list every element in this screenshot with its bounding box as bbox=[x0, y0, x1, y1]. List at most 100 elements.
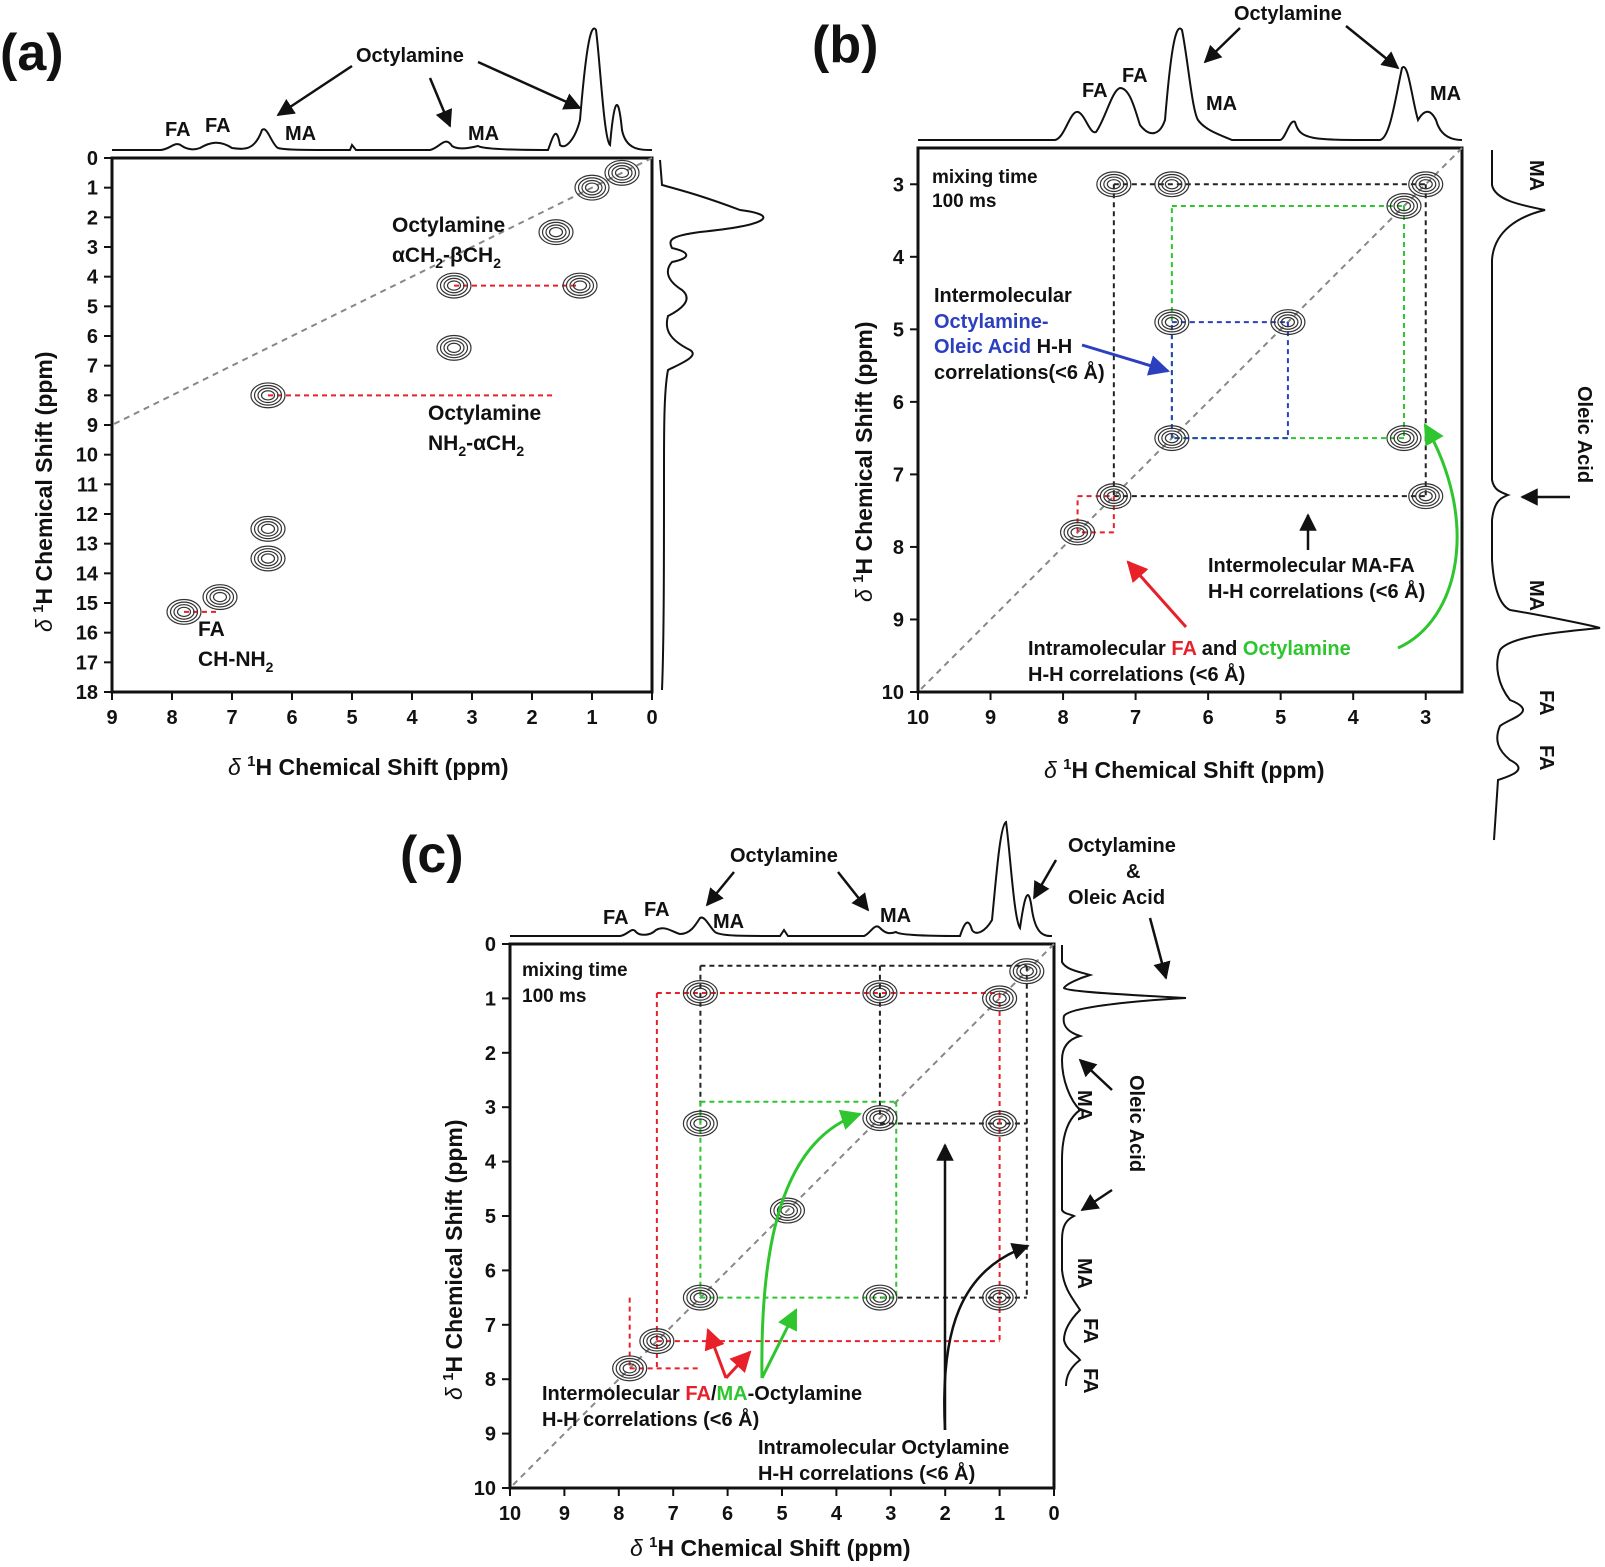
panel-a-ytick-label: 2 bbox=[87, 207, 98, 229]
panel-b-top-spectrum bbox=[918, 27, 1463, 142]
panel-c-ytick-label: 6 bbox=[485, 1260, 496, 1282]
panel-c-xtick-label: 0 bbox=[1048, 1503, 1059, 1525]
panel-b: (b) FA FA MA MA Octylamine MA MA FA FA O… bbox=[812, 3, 1601, 841]
panel-a-ytick-label: 14 bbox=[76, 563, 99, 585]
panel-a-ytick-label: 18 bbox=[76, 682, 98, 704]
panel-a-diagonal bbox=[111, 157, 653, 426]
panel-a-top-label-fa2: FA bbox=[205, 115, 231, 137]
panel-b-arrow-red bbox=[1126, 560, 1188, 628]
panel-c-xtick-label: 2 bbox=[940, 1503, 951, 1525]
panel-b-peak bbox=[1154, 425, 1190, 452]
panel-c-peak bbox=[682, 979, 719, 1006]
panel-c-xtick-label: 6 bbox=[722, 1503, 733, 1525]
panel-b-xtick-label: 7 bbox=[1130, 707, 1141, 729]
panel-b-xlabel: δ 1H Chemical Shift (ppm) bbox=[1044, 756, 1325, 783]
panel-b-ytick-label: 10 bbox=[882, 682, 904, 704]
panel-c-xtick-label: 8 bbox=[613, 1503, 624, 1525]
panel-c-peak bbox=[862, 1105, 898, 1132]
panel-b-ann-oleic-2: Octylamine- bbox=[934, 311, 1048, 333]
panel-a-ytick-label: 16 bbox=[76, 623, 98, 645]
panel-a-xtick-label: 5 bbox=[346, 707, 357, 729]
panel-c-ann-inter-2: H-H correlations (<6 Å) bbox=[542, 1407, 759, 1431]
panel-a-ann1-line1: Octylamine bbox=[392, 214, 505, 237]
panel-a-arrow-3 bbox=[477, 60, 582, 110]
panel-a-ytick-label: 13 bbox=[76, 534, 98, 556]
panel-b-right-label-fa2: FA bbox=[1535, 745, 1557, 771]
panel-a-xtick-label: 3 bbox=[466, 707, 477, 729]
panel-a-peak bbox=[562, 272, 598, 299]
panel-b-oleic-label: Oleic Acid bbox=[1573, 386, 1595, 483]
panel-c-octylamine-label: Octylamine bbox=[730, 845, 838, 867]
panel-c-ann-intra-2: H-H correlations (<6 Å) bbox=[758, 1461, 975, 1485]
panel-c-tr-ann-2: & bbox=[1126, 861, 1140, 883]
panel-a-peak bbox=[250, 545, 286, 572]
panel-c-diagonal bbox=[509, 943, 1055, 1489]
panel-c-arrow-1 bbox=[705, 871, 735, 907]
panel-b-diagonal bbox=[917, 147, 1463, 693]
panel-c-label: (c) bbox=[400, 826, 464, 884]
panel-c-tr-ann-3: Oleic Acid bbox=[1068, 887, 1165, 909]
panel-c-arrow-green-2 bbox=[760, 1109, 862, 1379]
panel-c-top-label-fa1: FA bbox=[603, 907, 629, 929]
panel-a-ytick-label: 7 bbox=[87, 356, 98, 378]
panel-b-peak bbox=[1408, 483, 1444, 510]
panel-a-xtick-label: 7 bbox=[226, 707, 237, 729]
panel-c-peak bbox=[682, 1284, 719, 1311]
panel-c-right-label-fa2: FA bbox=[1079, 1368, 1101, 1394]
panel-a-ytick-label: 0 bbox=[87, 148, 98, 170]
panel-b-ytick-label: 3 bbox=[893, 174, 904, 196]
panel-a-ann2-line1: Octylamine bbox=[428, 402, 541, 425]
panel-c-peak bbox=[1009, 958, 1045, 985]
panel-c-xtick-label: 1 bbox=[994, 1503, 1005, 1525]
panel-b-arrow-1 bbox=[1203, 27, 1241, 64]
panel-b-xtick-label: 6 bbox=[1203, 707, 1214, 729]
panel-a-ann3-line1: FA bbox=[198, 618, 225, 641]
panel-b-peak bbox=[1096, 483, 1132, 510]
panel-a-ytick-label: 10 bbox=[76, 445, 98, 467]
panel-c-tr-ann-1: Octylamine bbox=[1068, 835, 1176, 857]
panel-b-peak bbox=[1154, 309, 1190, 336]
panel-b-right-label-ma1: MA bbox=[1525, 160, 1547, 191]
panel-c-peak bbox=[862, 979, 898, 1006]
panel-b-peak bbox=[1096, 171, 1132, 198]
panel-a-ytick-label: 9 bbox=[87, 415, 98, 437]
panel-b-peak bbox=[1059, 519, 1096, 546]
panel-a-ylabel: δ 1H Chemical Shift (ppm) bbox=[30, 351, 57, 632]
panel-b-plot-frame bbox=[916, 146, 1464, 694]
panel-b-xtick-label: 4 bbox=[1348, 707, 1360, 729]
panel-a-ytick-label: 5 bbox=[87, 296, 98, 318]
panel-a-peak bbox=[538, 219, 574, 246]
panel-c-xtick-label: 5 bbox=[776, 1503, 787, 1525]
panel-c-ylabel: δ 1H Chemical Shift (ppm) bbox=[440, 1119, 467, 1400]
panel-a-ytick-label: 12 bbox=[76, 504, 98, 526]
panel-b-ann-mafa-1: Intermolecular MA-FA bbox=[1208, 555, 1415, 577]
panel-b-ytick-label: 7 bbox=[893, 464, 904, 486]
panel-c-arrow-red-2 bbox=[724, 1350, 752, 1380]
panel-c-arrow-2 bbox=[837, 871, 870, 912]
panel-c-xlabel: δ 1H Chemical Shift (ppm) bbox=[630, 1534, 911, 1561]
panel-c-arrow-green-1 bbox=[760, 1308, 798, 1379]
panel-c-arrow-oleic-2 bbox=[1080, 1188, 1113, 1212]
panel-b-mixing-line2: 100 ms bbox=[932, 191, 996, 212]
panel-a-top-label-ma2: MA bbox=[468, 123, 499, 145]
panel-a-ytick-label: 8 bbox=[87, 385, 98, 407]
panel-c-ytick-label: 5 bbox=[485, 1206, 496, 1228]
panel-a-octylamine-label: Octylamine bbox=[356, 45, 464, 67]
panel-a-ann3-line2: CH-NH2 bbox=[198, 648, 274, 675]
panel-a-xtick-label: 9 bbox=[106, 707, 117, 729]
panel-a-ytick-label: 4 bbox=[87, 267, 99, 289]
panel-c-ann-intra-1: Intramolecular Octylamine bbox=[758, 1437, 1009, 1459]
panel-c-top-label-ma1: MA bbox=[713, 911, 744, 933]
panel-c-ytick-label: 4 bbox=[485, 1152, 497, 1174]
panel-b-arrow-blue bbox=[1081, 343, 1171, 376]
panel-b-top-label-ma1: MA bbox=[1206, 93, 1237, 115]
panel-a-xtick-label: 8 bbox=[166, 707, 177, 729]
panel-b-ann-mafa-2: H-H correlations (<6 Å) bbox=[1208, 579, 1425, 603]
panel-b-xtick-label: 3 bbox=[1420, 707, 1431, 729]
panel-c-arrow-black-2 bbox=[943, 1243, 1030, 1431]
panel-b-ann-intra-1: Intramolecular FA and Octylamine bbox=[1028, 638, 1351, 660]
panel-a-label: (a) bbox=[0, 24, 64, 82]
panel-c-ytick-label: 9 bbox=[485, 1424, 496, 1446]
